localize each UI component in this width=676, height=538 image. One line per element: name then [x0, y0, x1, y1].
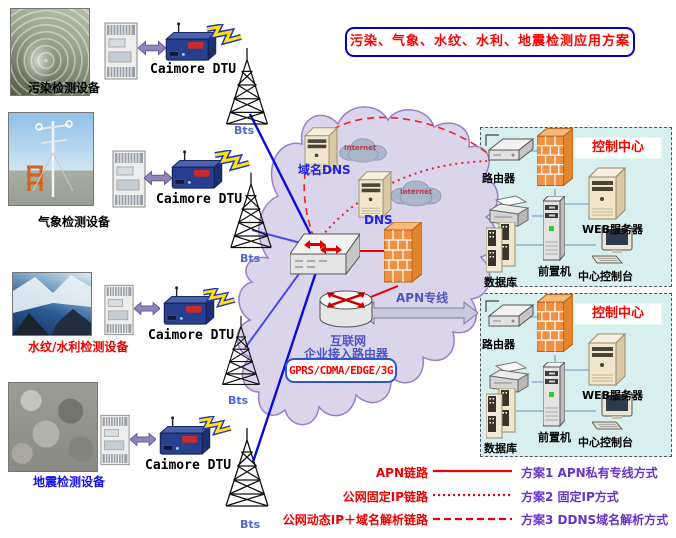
dtu-label-3: Caimore DTU — [148, 328, 235, 343]
cc2-database-label: 数据库 — [484, 442, 517, 455]
site-label-weather: 气象检测设备 — [38, 215, 111, 229]
cc2-title: 控制中心 — [574, 303, 662, 325]
link-tower3-switch — [244, 255, 313, 349]
site-label-earthquake: 地震检测设备 — [33, 475, 106, 489]
transfer-arrow-icon-1 — [138, 40, 166, 56]
dtu-label-4: Caimore DTU — [145, 458, 232, 473]
dtu-icon-4 — [159, 416, 211, 455]
link-tower2-switch — [251, 229, 313, 247]
cc1-router-label: 路由器 — [482, 172, 515, 185]
link-firewall-router — [355, 285, 399, 304]
domain-dns-label: 域名DNS — [298, 163, 351, 177]
bts-label-4: Bts — [240, 518, 261, 531]
dns-label: DNS — [364, 213, 393, 227]
internet-cloud-label-1: Internet — [344, 144, 377, 152]
bts-tower-icon-1 — [225, 48, 269, 125]
cc1-web-server-label: WEB服务器 — [582, 223, 644, 236]
dtu-icon-1 — [165, 22, 217, 61]
cloud-firewall-icon — [384, 222, 422, 283]
cc1-frontend-label: 前置机 — [538, 265, 571, 278]
cc2-router-label: 路由器 — [482, 338, 515, 351]
water-graphic — [13, 275, 91, 335]
internet-cloud-label-2: Internet — [400, 188, 433, 196]
site-label-pollution: 污染检测设备 — [28, 81, 101, 95]
legend-scheme-1: 方案1 APN私有专线方式 — [521, 466, 658, 480]
legend-scheme-2: 方案2 固定IP方式 — [521, 490, 619, 504]
bts-tower-icon-3 — [221, 315, 261, 386]
plc-icon-1 — [104, 22, 138, 80]
transfer-arrow-icon-4 — [130, 432, 156, 447]
legend-link-label-apn: APN链路 — [375, 466, 428, 480]
lightning-icon-2 — [215, 153, 249, 167]
photo-earthquake-site — [8, 382, 98, 472]
legend-link-label-ddns: 公网动态IP＋域名解析链路 — [282, 513, 428, 527]
lightning-icon-3 — [203, 291, 234, 304]
dtu-icon-3 — [163, 286, 215, 325]
bts-label-2: Bts — [240, 252, 261, 265]
plc-icon-2 — [112, 150, 146, 208]
switch-icon — [290, 233, 360, 275]
cc1-database-label: 数据库 — [484, 276, 517, 289]
apn-line-label: APN专线 — [396, 291, 449, 305]
legend-scheme-3: 方案3 DDNS域名解析方式 — [521, 513, 669, 527]
cc1-console-label: 中心控制台 — [578, 270, 633, 283]
lightning-icon-4 — [199, 419, 230, 432]
site-label-water: 水纹/水利检测设备 — [28, 340, 129, 354]
bts-tower-icon-2 — [230, 171, 272, 249]
cc1-title: 控制中心 — [574, 137, 662, 159]
red-links — [352, 250, 399, 304]
dtu-label-1: Caimore DTU — [150, 62, 237, 77]
transfer-arrow-icon-2 — [144, 170, 172, 186]
dns-server-icon — [358, 171, 392, 218]
photo-water-site — [12, 272, 92, 336]
photo-weather-site — [8, 112, 94, 206]
cc2-console-label: 中心控制台 — [578, 436, 633, 449]
cc2-frontend-label: 前置机 — [538, 431, 571, 444]
plc-icon-3 — [104, 284, 134, 336]
network-type-box: GPRS/CDMA/EDGE/3G — [285, 358, 397, 383]
dtu-label-2: Caimore DTU — [156, 192, 243, 207]
legend-lines — [433, 469, 512, 521]
photo-pollution-site — [10, 8, 90, 96]
weather-mast-graphic — [27, 120, 74, 197]
access-router-icon — [318, 289, 374, 329]
lightning-icon-1 — [207, 27, 241, 41]
transfer-arrow-icon-3 — [134, 301, 160, 316]
bts-label-1: Bts — [234, 124, 255, 137]
plc-icon-4 — [100, 414, 130, 466]
bts-label-3: Bts — [228, 394, 249, 407]
diagram-title: 污染、气象、水纹、水利、地震检测应用方案 — [345, 27, 635, 57]
legend-link-label-fixedip: 公网固定IP链路 — [342, 490, 428, 504]
dtu-icon-2 — [171, 150, 223, 189]
cc2-web-server-label: WEB服务器 — [582, 389, 644, 402]
